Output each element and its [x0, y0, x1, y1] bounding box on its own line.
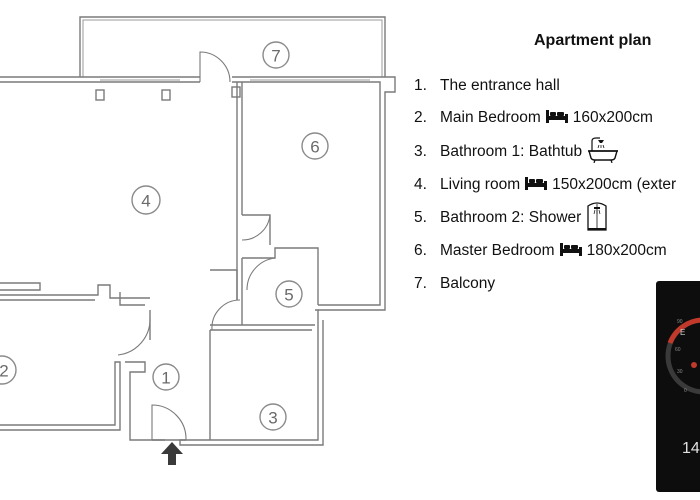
balcony-walls	[79, 16, 386, 77]
svg-text:5: 5	[284, 286, 293, 305]
gauge-tick-60: 60	[675, 347, 681, 353]
legend-item-5: 5. Bathroom 2: Shower	[414, 201, 609, 231]
gauge-dot	[691, 362, 697, 368]
room-marker-3: 3	[259, 403, 287, 431]
room-markers: 1 2 3 4 5 6 7	[0, 41, 329, 431]
svg-text:1: 1	[161, 369, 170, 388]
svg-text:2: 2	[0, 362, 9, 381]
legend-text: The entrance hall	[440, 77, 560, 94]
exterior-walls	[0, 76, 396, 311]
balcony-door	[199, 51, 231, 83]
bed-icon	[545, 108, 569, 129]
gauge-tick-0: 0	[684, 388, 687, 394]
legend-number: 7.	[414, 275, 427, 292]
room-marker-7: 7	[262, 41, 290, 69]
svg-text:4: 4	[141, 192, 150, 211]
svg-text:6: 6	[310, 138, 319, 157]
legend-number: 5.	[414, 209, 427, 226]
bathtub-icon	[586, 136, 620, 168]
room-marker-2: 2	[0, 355, 17, 385]
legend-text: Bathroom 2: Shower	[440, 209, 582, 226]
entrance-arrow-icon	[161, 442, 183, 465]
legend-bed-size: 150x200cm (exter	[552, 176, 677, 193]
legend-item-2: 2. Main Bedroom 160x200cm	[414, 108, 653, 128]
legend-text: Main Bedroom	[440, 109, 541, 126]
gauge-ring	[665, 317, 700, 395]
legend-item-4: 4. Living room 150x200cm (exter	[414, 175, 676, 195]
legend-text: Balcony	[440, 275, 496, 292]
legend-item-7: 7. Balcony	[414, 274, 495, 294]
svg-text:3: 3	[268, 409, 277, 428]
gauge-thumbnail: E 90 60 30 0 14	[656, 281, 700, 492]
entrance-door	[151, 404, 187, 441]
room-marker-6: 6	[301, 132, 329, 160]
interior-walls	[179, 82, 324, 446]
legend-number: 6.	[414, 242, 427, 259]
svg-text:7: 7	[271, 47, 280, 66]
legend-text: Master Bedroom	[440, 242, 555, 259]
floor-plan: 1 2 3 4 5 6 7	[0, 16, 396, 465]
bedroom-2-walls	[0, 282, 165, 441]
shower-cabin-icon	[585, 200, 609, 237]
legend-number: 3.	[414, 143, 427, 160]
legend-text: Bathroom 1: Bathtub	[440, 143, 583, 160]
gauge-tick-90: 90	[677, 319, 683, 325]
legend-item-3: 3. Bathroom 1: Bathtub	[414, 136, 620, 163]
legend-text: Living room	[440, 176, 521, 193]
legend-number: 2.	[414, 109, 427, 126]
gauge-readout: 14	[682, 440, 700, 457]
legend-bed-size: 160x200cm	[572, 109, 653, 126]
gauge-tick-30: 30	[677, 369, 683, 375]
room-marker-4: 4	[131, 185, 161, 215]
legend-bed-size: 180x200cm	[586, 242, 667, 259]
legend-number: 1.	[414, 77, 427, 94]
room-marker-5: 5	[275, 280, 303, 308]
room-marker-1: 1	[152, 363, 180, 391]
legend-title: Apartment plan	[534, 32, 652, 49]
bed-icon	[524, 175, 548, 196]
bed-icon	[559, 241, 583, 262]
legend-item-1: 1. The entrance hall	[414, 76, 560, 96]
legend-item-6: 6. Master Bedroom 180x200cm	[414, 241, 667, 261]
legend-number: 4.	[414, 176, 427, 193]
gauge-label-e: E	[680, 328, 685, 337]
